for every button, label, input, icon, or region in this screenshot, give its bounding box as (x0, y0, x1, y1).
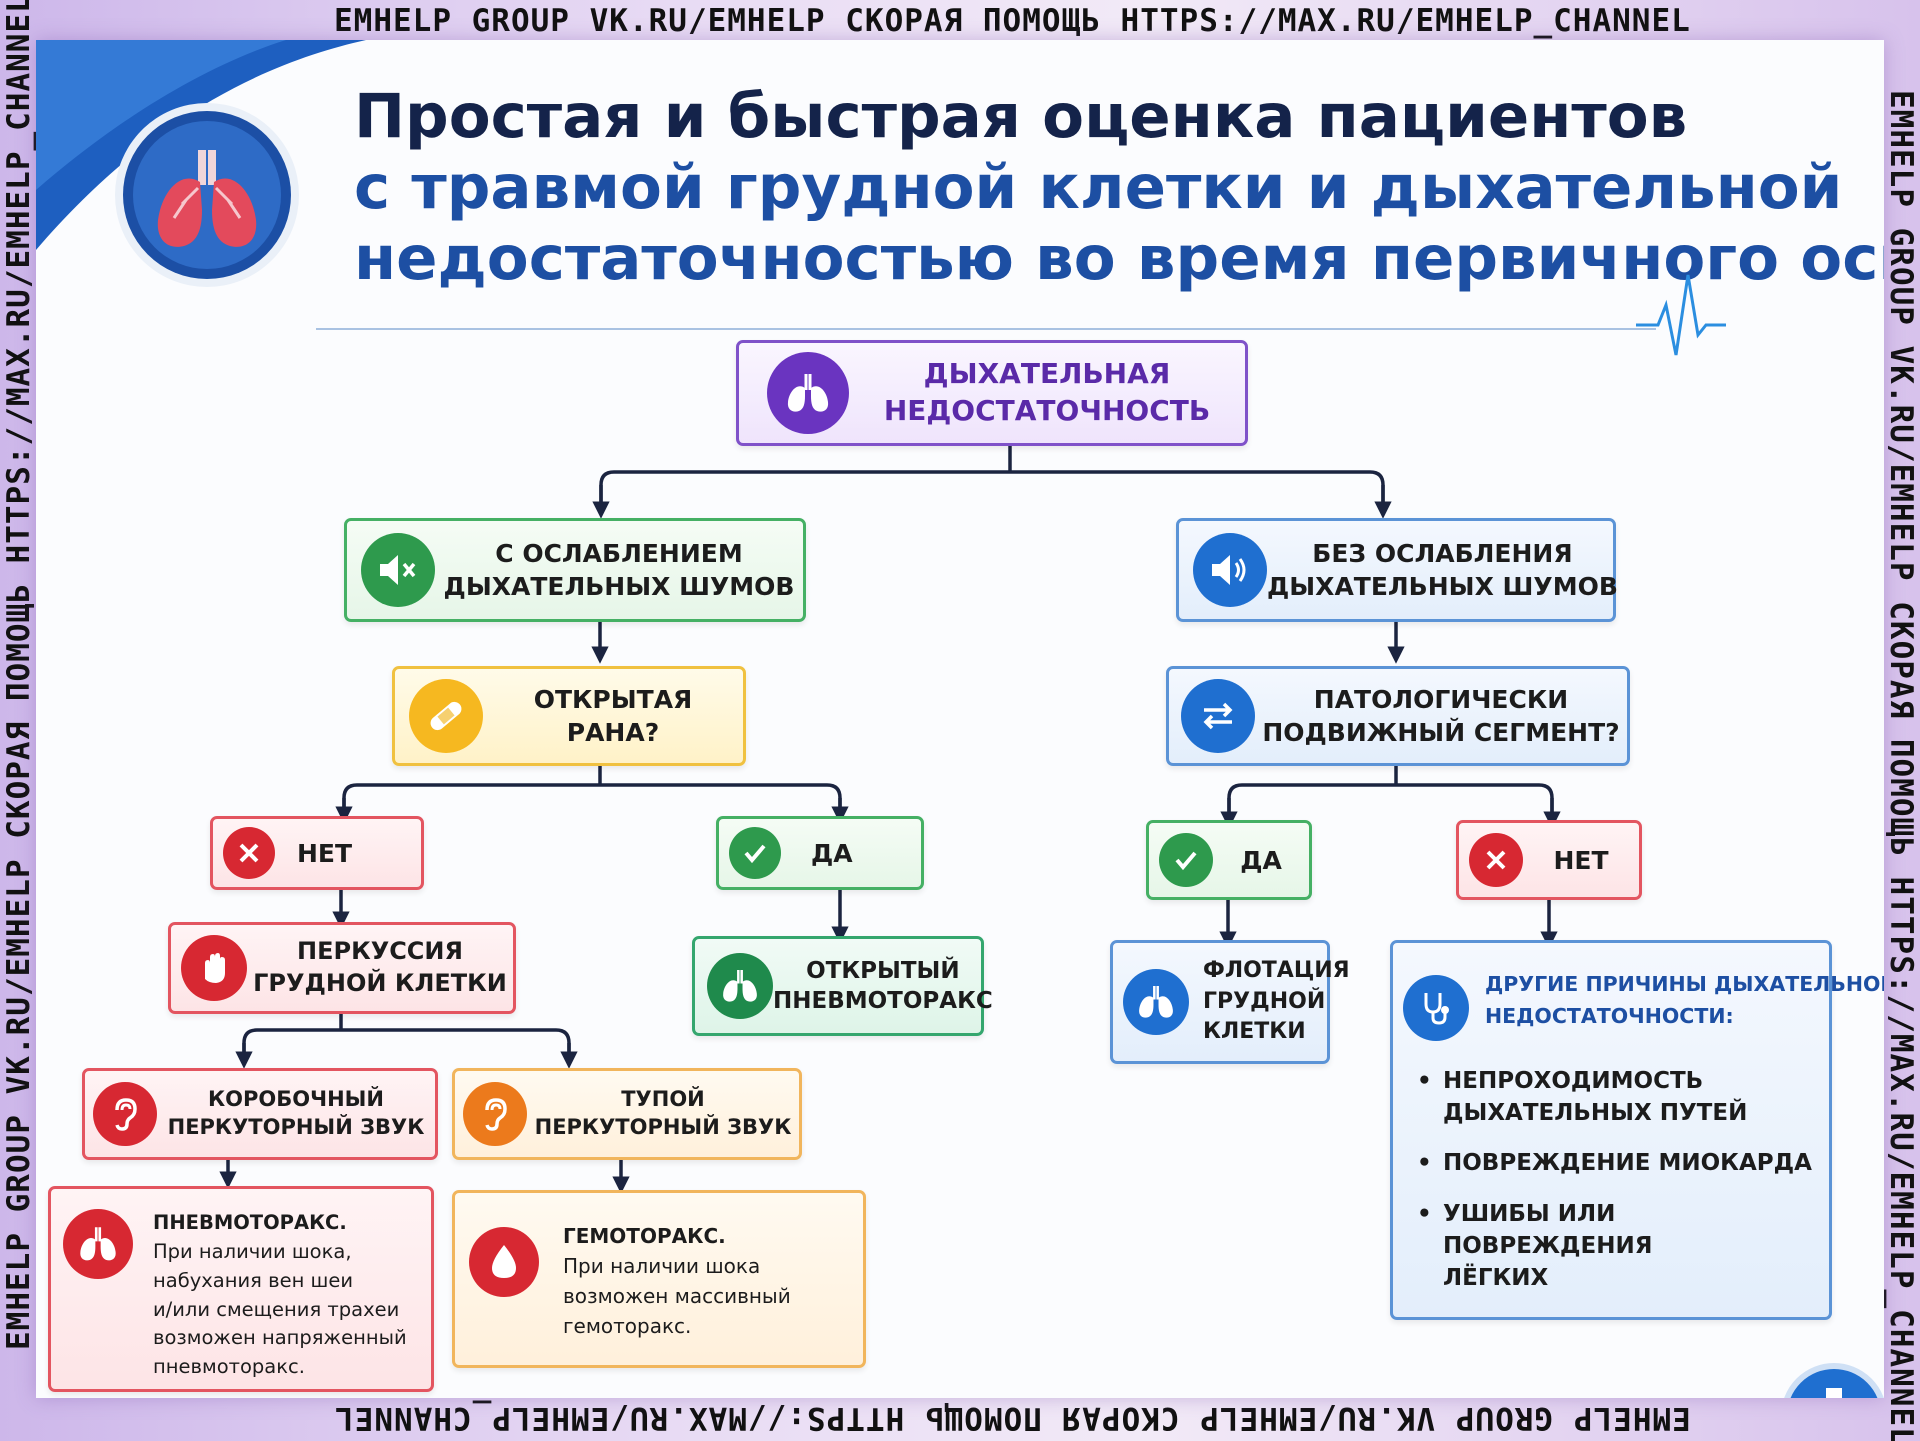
heartbeat-line-icon (1636, 274, 1726, 356)
node-hyperresonant-percussion: КОРОБОЧНЫЙ ПЕРКУТОРНЫЙ ЗВУК (82, 1068, 438, 1160)
node-open-wound-question: ОТКРЫТАЯ РАНА? (392, 666, 746, 766)
title-line-2: с травмой грудной клетки и дыхательной (354, 152, 1843, 223)
outcome-text-line: набухания вен шеи (153, 1268, 354, 1292)
watermark-bottom: EMHELP GROUP VK.RU/EMHELP СКОРАЯ ПОМОЩЬ … (334, 1400, 1691, 1436)
node-label-line: НЕДОСТАТОЧНОСТЬ (883, 394, 1211, 427)
node-flail-chest: ФЛОТАЦИЯ ГРУДНОЙ КЛЕТКИ (1110, 940, 1350, 1064)
other-causes-list: НЕПРОХОДИМОСТЬ ДЫХАТЕЛЬНЫХ ПУТЕЙ ПОВРЕЖД… (1415, 1065, 1815, 1294)
cross-icon (1469, 833, 1523, 887)
list-item-line: ДЫХАТЕЛЬНЫХ ПУТЕЙ (1443, 1100, 1748, 1127)
hand-icon (181, 935, 247, 1001)
ear-icon (463, 1082, 527, 1146)
blood-drop-icon (469, 1227, 539, 1297)
list-item-line: ПОВРЕЖДЕНИЕ МИОКАРДА (1443, 1150, 1812, 1177)
node-label: ДА (811, 838, 853, 868)
node-respiratory-failure: ДЫХАТЕЛЬНАЯ НЕДОСТАТОЧНОСТЬ (736, 340, 1248, 446)
node-pneumothorax: ПНЕВМОТОРАКС. При наличии шока, набухани… (48, 1186, 434, 1392)
speaker-muted-icon (361, 533, 435, 607)
other-causes-title-line: ДРУГИЕ ПРИЧИНЫ ДЫХАТЕЛЬНОЙ (1485, 972, 1884, 996)
watermark-left: EMHELP GROUP VK.RU/EMHELP СКОРАЯ ПОМОЩЬ … (1, 0, 37, 1350)
swap-arrows-icon (1181, 679, 1255, 753)
watermark-right: EMHELP GROUP VK.RU/EMHELP СКОРАЯ ПОМОЩЬ … (1883, 90, 1919, 1441)
outcome-text-line: пневмоторакс. (153, 1355, 305, 1379)
node-label-line: С ОСЛАБЛЕНИЕМ (495, 539, 743, 568)
node-label: ДА (1240, 845, 1282, 875)
node-label-line: КОРОБОЧНЫЙ (208, 1087, 384, 1112)
other-causes-title-line: НЕДОСТАТОЧНОСТИ: (1485, 1003, 1734, 1028)
watermark-top: EMHELP GROUP VK.RU/EMHELP СКОРАЯ ПОМОЩЬ … (334, 3, 1691, 39)
node-label-line: ПОДВИЖНЫЙ СЕГМЕНТ? (1262, 718, 1620, 747)
node-flail-yes: ДА (1146, 820, 1312, 900)
node-label: НЕТ (297, 838, 353, 868)
node-label-line: ОТКРЫТАЯ (533, 685, 693, 714)
node-label-line: БЕЗ ОСЛАБЛЕНИЯ (1312, 539, 1573, 568)
node-flail-segment-question: ПАТОЛОГИЧЕСКИ ПОДВИЖНЫЙ СЕГМЕНТ? (1166, 666, 1630, 766)
node-normal-breath-sounds: БЕЗ ОСЛАБЛЕНИЯ ДЫХАТЕЛЬНЫХ ШУМОВ (1176, 518, 1618, 622)
corner-swoosh (36, 40, 366, 250)
outcome-text-line: При наличии шока, (153, 1239, 352, 1263)
outcome-text-line: и/или смещения трахеи (153, 1297, 400, 1321)
node-label-line: ГРУДНОЙ (1203, 988, 1326, 1014)
outcome-title: ПНЕВМОТОРАКС. (153, 1211, 347, 1234)
check-icon (729, 827, 781, 879)
node-label-line: ОТКРЫТЫЙ (806, 957, 960, 984)
node-label-line: РАНА? (566, 718, 660, 747)
node-hemothorax: ГЕМОТОРАКС. При наличии шока возможен ма… (452, 1190, 866, 1368)
node-dull-percussion: ТУПОЙ ПЕРКУТОРНЫЙ ЗВУК (452, 1068, 802, 1160)
node-label-line: ПЕРКУТОРНЫЙ ЗВУК (167, 1115, 425, 1139)
node-chest-percussion: ПЕРКУССИЯ ГРУДНОЙ КЛЕТКИ (168, 922, 516, 1014)
outcome-text-line: гемоторакс. (563, 1314, 692, 1338)
node-label-line: ГРУДНОЙ КЛЕТКИ (253, 969, 507, 997)
ear-icon (93, 1082, 157, 1146)
node-label-line: ДЫХАТЕЛЬНЫХ ШУМОВ (443, 572, 795, 601)
node-diminished-breath-sounds: С ОСЛАБЛЕНИЕМ ДЫХАТЕЛЬНЫХ ШУМОВ (344, 518, 806, 622)
title-line-1: Простая и быстрая оценка пациентов (354, 81, 1688, 152)
title-divider (316, 328, 1656, 330)
list-item-line: НЕПРОХОДИМОСТЬ (1443, 1068, 1704, 1094)
node-label-line: КЛЕТКИ (1203, 1019, 1306, 1045)
lungs-icon (63, 1209, 133, 1279)
node-label-line: ПЕРКУТОРНЫЙ ЗВУК (534, 1115, 792, 1139)
corner-badge-icon (1784, 1363, 1884, 1398)
list-item: НЕПРОХОДИМОСТЬ ДЫХАТЕЛЬНЫХ ПУТЕЙ (1415, 1065, 1815, 1129)
node-label-line: ФЛОТАЦИЯ (1203, 958, 1350, 984)
outcome-text-line: При наличии шока (563, 1254, 761, 1278)
outcome-text-line: возможен массивный (563, 1284, 791, 1308)
lungs-icon (1123, 969, 1189, 1035)
node-open-pneumothorax: ОТКРЫТЫЙ ПНЕВМОТОРАКС (692, 936, 993, 1036)
lungs-logo-icon (112, 100, 302, 290)
check-icon (1159, 833, 1213, 887)
cross-icon (223, 827, 275, 879)
node-label-line: ПЕРКУССИЯ (297, 937, 463, 966)
node-label-line: ТУПОЙ (621, 1087, 705, 1112)
node-label-line: ДЫХАТЕЛЬНАЯ (923, 357, 1171, 391)
lungs-icon (767, 352, 849, 434)
node-label-line: ДЫХАТЕЛЬНЫХ ШУМОВ (1267, 572, 1618, 601)
list-item-line: УШИБЫ ИЛИ ПОВРЕЖДЕНИЯ (1443, 1200, 1653, 1259)
list-item-line: ЛЁГКИХ (1443, 1264, 1549, 1291)
node-label: НЕТ (1553, 845, 1609, 875)
title-line-3: недостаточностью во время первичного осм… (354, 223, 1884, 294)
node-other-causes: ДРУГИЕ ПРИЧИНЫ ДЫХАТЕЛЬНОЙ НЕДОСТАТОЧНОС… (1390, 940, 1884, 1320)
outcome-text-line: возможен напряженный (153, 1326, 407, 1350)
node-flail-no: НЕТ (1456, 820, 1642, 900)
list-item: УШИБЫ ИЛИ ПОВРЕЖДЕНИЯ ЛЁГКИХ (1415, 1198, 1815, 1295)
list-item: ПОВРЕЖДЕНИЕ МИОКАРДА (1415, 1147, 1815, 1179)
node-wound-yes: ДА (716, 816, 924, 890)
outcome-title: ГЕМОТОРАКС. (563, 1224, 726, 1248)
node-label-line: ПАТОЛОГИЧЕСКИ (1313, 685, 1569, 714)
node-label-line: ПНЕВМОТОРАКС (773, 988, 993, 1014)
node-wound-no: НЕТ (210, 816, 424, 890)
stethoscope-icon (1403, 975, 1469, 1041)
speaker-sound-icon (1193, 533, 1267, 607)
bandage-icon (409, 679, 483, 753)
infographic-card: Простая и быстрая оценка пациентов с тра… (36, 40, 1884, 1398)
lungs-icon (707, 953, 773, 1019)
